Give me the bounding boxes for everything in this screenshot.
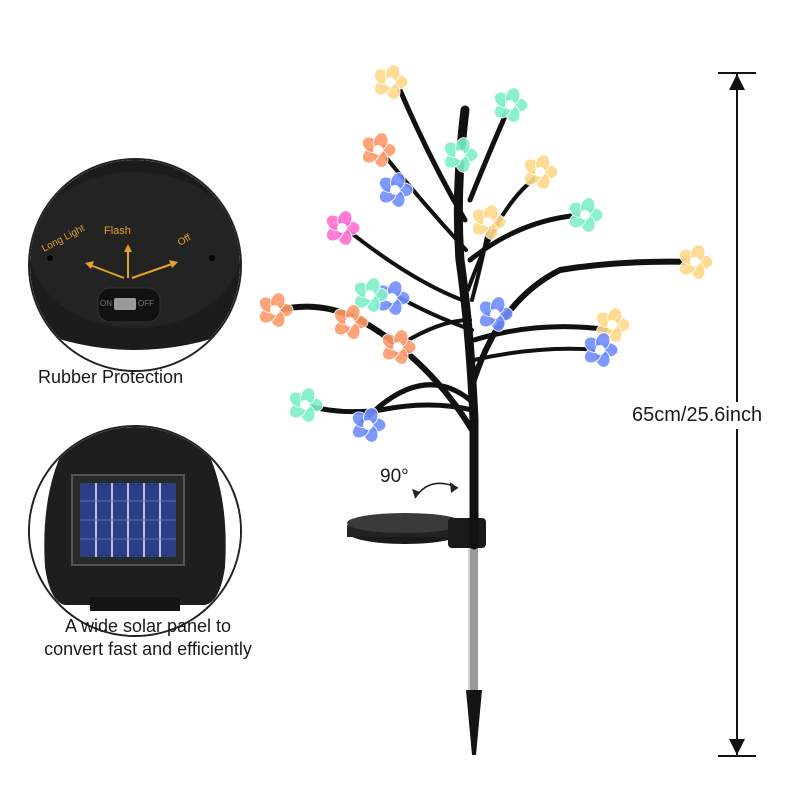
blossom-light xyxy=(325,210,361,246)
blossom-light xyxy=(568,197,604,233)
blossom-light xyxy=(378,172,414,208)
rubber-protection-closeup: Flash Long Light Off ON OFF xyxy=(28,158,242,372)
switch-panel-illustration: Flash Long Light Off ON OFF xyxy=(30,160,240,370)
stake-pole xyxy=(470,545,478,690)
height-label: 65cm/25.6inch xyxy=(632,402,763,429)
blossom-light xyxy=(361,132,397,168)
blossom-light xyxy=(583,332,619,368)
blossom-light xyxy=(333,304,369,340)
blossom-light xyxy=(375,280,411,316)
solar-panel-closeup xyxy=(28,425,242,637)
blossom-light xyxy=(471,204,507,240)
solar-panel-caption: A wide solar panel to convert fast and e… xyxy=(8,615,288,661)
blossom-light xyxy=(678,244,714,280)
blossom-light xyxy=(478,296,514,332)
rubber-protection-caption: Rubber Protection xyxy=(38,367,184,387)
solar-panel-illustration xyxy=(30,427,240,635)
blossom-light xyxy=(258,292,294,328)
blossom-light xyxy=(353,277,389,313)
blossom-light xyxy=(443,137,479,173)
blossom-light xyxy=(523,154,559,190)
blossom-group xyxy=(258,64,714,443)
blossom-light xyxy=(373,64,409,100)
blossom-light xyxy=(351,407,387,443)
solar-caption-line2: convert fast and efficiently xyxy=(44,639,252,659)
rotation-angle-label: 90° xyxy=(380,466,409,487)
stake-tip xyxy=(466,690,482,755)
solar-caption-line1: A wide solar panel to xyxy=(64,616,232,636)
blossom-light xyxy=(381,329,417,365)
blossom-light xyxy=(493,87,529,123)
switch-on-text: ON xyxy=(100,299,112,308)
flash-label: Flash xyxy=(104,225,131,237)
switch-off-text: OFF xyxy=(138,299,154,308)
blossom-light xyxy=(288,387,324,423)
